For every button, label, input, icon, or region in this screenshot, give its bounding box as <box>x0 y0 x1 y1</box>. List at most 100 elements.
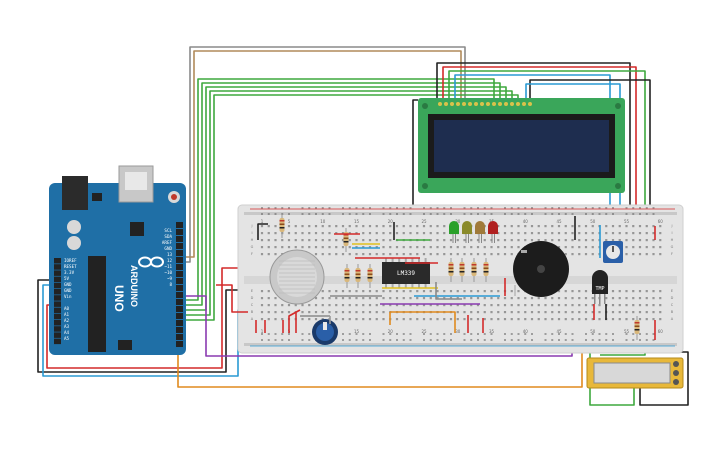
breadboard-hole[interactable] <box>517 225 520 228</box>
breadboard-hole[interactable] <box>497 232 500 235</box>
breadboard-hole[interactable] <box>645 318 648 321</box>
breadboard-hole[interactable] <box>328 290 331 293</box>
rail-hole[interactable] <box>369 207 371 209</box>
breadboard-hole[interactable] <box>598 311 601 314</box>
breadboard-hole[interactable] <box>490 311 493 314</box>
breadboard-hole[interactable] <box>564 318 567 321</box>
breadboard-hole[interactable] <box>557 311 561 314</box>
breadboard-hole[interactable] <box>449 246 453 249</box>
resistor[interactable] <box>344 264 350 288</box>
breadboard-hole[interactable] <box>571 239 574 242</box>
breadboard-hole[interactable] <box>449 318 453 321</box>
digital-pin[interactable] <box>176 299 183 305</box>
breadboard-hole[interactable] <box>497 253 500 256</box>
breadboard-hole[interactable] <box>503 311 507 314</box>
rail-hole[interactable] <box>544 333 547 335</box>
breadboard-hole[interactable] <box>456 297 459 300</box>
breadboard-hole[interactable] <box>341 239 345 242</box>
breadboard-hole[interactable] <box>483 253 486 256</box>
breadboard-hole[interactable] <box>382 304 385 307</box>
breadboard-hole[interactable] <box>314 318 318 321</box>
breadboard-hole[interactable] <box>537 232 540 235</box>
power-pin[interactable] <box>54 307 61 314</box>
lcd-pin[interactable] <box>474 102 478 106</box>
breadboard-hole[interactable] <box>591 246 594 249</box>
breadboard-hole[interactable] <box>456 290 459 293</box>
breadboard-hole[interactable] <box>591 232 594 235</box>
digital-pin[interactable] <box>176 264 183 270</box>
resistor[interactable] <box>634 316 640 340</box>
breadboard-hole[interactable] <box>638 290 642 293</box>
rail-hole[interactable] <box>612 213 614 215</box>
breadboard-hole[interactable] <box>584 304 588 307</box>
breadboard-hole[interactable] <box>551 318 554 321</box>
breadboard-hole[interactable] <box>260 318 264 321</box>
breadboard-hole[interactable] <box>605 239 608 242</box>
breadboard-hole[interactable] <box>341 290 345 293</box>
lcd-pin[interactable] <box>456 102 460 106</box>
breadboard-hole[interactable] <box>564 239 567 242</box>
rail-hole[interactable] <box>483 207 486 209</box>
rail-hole[interactable] <box>423 213 425 215</box>
digital-pin[interactable] <box>176 306 183 312</box>
breadboard-hole[interactable] <box>348 246 351 249</box>
breadboard-hole[interactable] <box>429 239 432 242</box>
led[interactable] <box>462 221 472 243</box>
breadboard-hole[interactable] <box>605 297 608 300</box>
breadboard-hole[interactable] <box>301 311 304 314</box>
breadboard-hole[interactable] <box>348 318 351 321</box>
breadboard-hole[interactable] <box>294 232 297 235</box>
wire[interactable] <box>436 62 631 225</box>
breadboard-hole[interactable] <box>510 239 513 242</box>
breadboard-hole[interactable] <box>443 297 446 300</box>
breadboard-hole[interactable] <box>335 239 338 242</box>
rail-hole[interactable] <box>328 213 331 215</box>
breadboard-hole[interactable] <box>348 225 351 228</box>
breadboard-hole[interactable] <box>328 225 331 228</box>
breadboard-hole[interactable] <box>368 311 372 314</box>
digital-pin[interactable] <box>176 229 183 235</box>
breadboard-hole[interactable] <box>503 297 507 300</box>
rail-hole[interactable] <box>470 207 473 209</box>
rail-hole[interactable] <box>490 339 493 341</box>
breadboard-hole[interactable] <box>659 297 662 300</box>
rail-hole[interactable] <box>652 339 655 341</box>
breadboard-hole[interactable] <box>260 225 264 228</box>
breadboard-hole[interactable] <box>443 232 446 235</box>
power-pin[interactable] <box>54 326 61 332</box>
rail-hole[interactable] <box>558 339 560 341</box>
rail-hole[interactable] <box>308 207 311 209</box>
breadboard-hole[interactable] <box>557 239 561 242</box>
breadboard-hole[interactable] <box>301 246 304 249</box>
rail-hole[interactable] <box>524 207 527 209</box>
rail-hole[interactable] <box>429 207 432 209</box>
breadboard-hole[interactable] <box>557 225 561 228</box>
rail-hole[interactable] <box>585 213 587 215</box>
resistor[interactable] <box>448 258 454 282</box>
wire[interactable] <box>288 309 301 333</box>
breadboard-hole[interactable] <box>625 297 628 300</box>
breadboard-hole[interactable] <box>645 225 648 228</box>
breadboard-hole[interactable] <box>308 232 311 235</box>
breadboard-hole[interactable] <box>335 253 338 256</box>
rail-hole[interactable] <box>281 339 284 341</box>
rail-hole[interactable] <box>369 333 371 335</box>
lcd-pin[interactable] <box>510 102 514 106</box>
breadboard-hole[interactable] <box>429 297 432 300</box>
breadboard-hole[interactable] <box>490 253 493 256</box>
breadboard-hole[interactable] <box>335 225 338 228</box>
breadboard-hole[interactable] <box>611 311 615 314</box>
breadboard-hole[interactable] <box>544 225 547 228</box>
breadboard-hole[interactable] <box>638 318 642 321</box>
breadboard-hole[interactable] <box>625 318 628 321</box>
rail-hole[interactable] <box>639 333 641 335</box>
breadboard-hole[interactable] <box>571 246 574 249</box>
rail-hole[interactable] <box>483 339 486 341</box>
rail-hole[interactable] <box>362 207 365 209</box>
breadboard-hole[interactable] <box>416 297 419 300</box>
rail-hole[interactable] <box>625 213 628 215</box>
breadboard-hole[interactable] <box>301 225 304 228</box>
power-pin[interactable] <box>54 289 61 295</box>
breadboard-hole[interactable] <box>564 246 567 249</box>
